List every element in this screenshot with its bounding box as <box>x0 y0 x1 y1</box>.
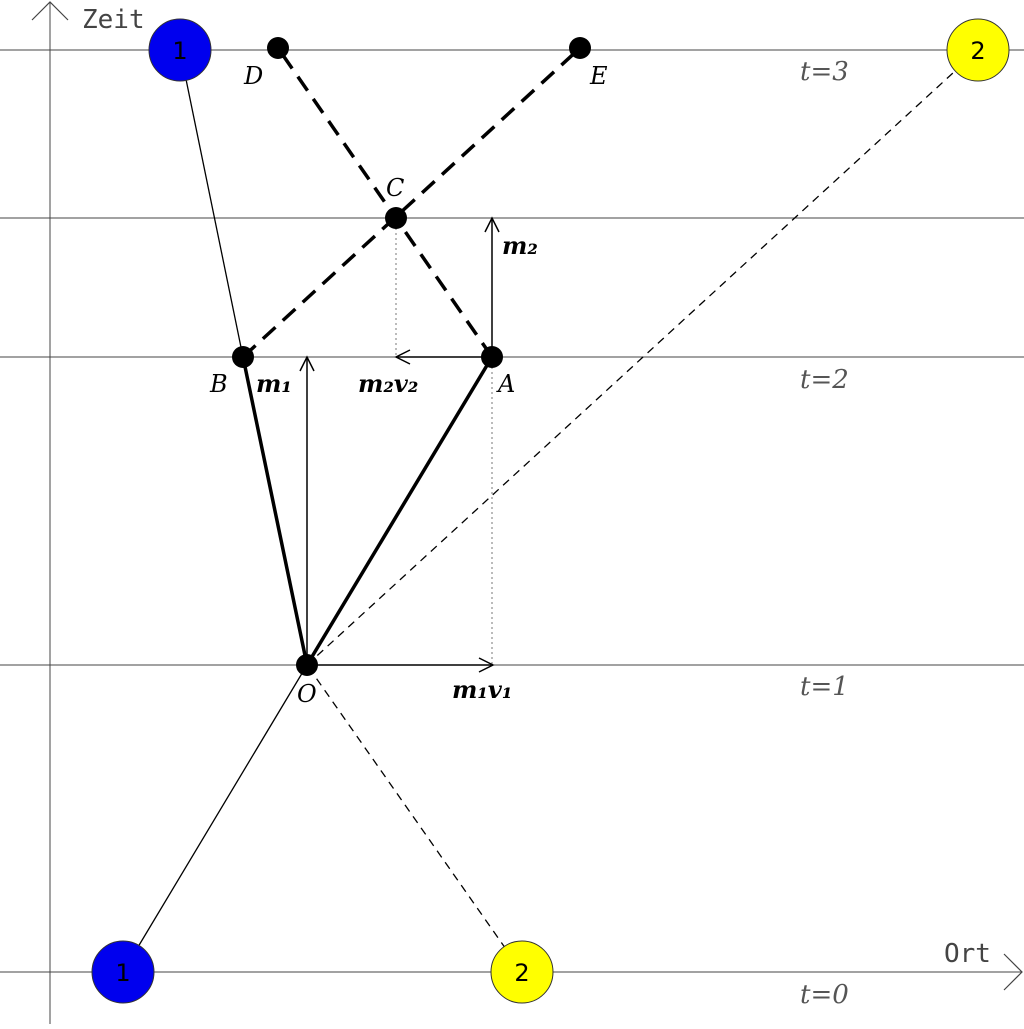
label-O: O <box>297 680 317 708</box>
ball-2-end-circle <box>946 18 1010 82</box>
point-B <box>232 346 254 368</box>
worldline-ball1-after <box>179 49 244 358</box>
place-axis-arrow-icon <box>1003 953 1023 991</box>
ball-1-end: 1 <box>148 18 212 82</box>
label-m2: m₂ <box>502 231 538 260</box>
place-axis-label: Ort <box>944 939 991 969</box>
ball-1-start-label: 1 <box>115 959 130 987</box>
label-m1v1: m₁v₁ <box>452 675 512 704</box>
label-C: C <box>386 174 404 202</box>
label-D: D <box>243 62 263 90</box>
segment-BE <box>241 46 582 359</box>
ball-2-start: 2 <box>490 940 554 1004</box>
ball-1-end-label: 1 <box>172 37 187 65</box>
label-E: E <box>589 62 608 90</box>
segment-OB <box>241 356 309 666</box>
ball-2-start-label: 2 <box>514 959 529 987</box>
point-D <box>267 37 289 59</box>
label-m1: m₁ <box>256 369 292 398</box>
time-label-t1: t=1 <box>800 672 849 702</box>
time-axis-label: Zeit <box>82 5 145 35</box>
ball-2-start-circle <box>490 940 554 1004</box>
ball-2-end-label: 2 <box>970 37 985 65</box>
point-C <box>385 207 407 229</box>
segment-OA <box>305 356 494 666</box>
time-label-t0: t=0 <box>800 980 849 1010</box>
label-A: A <box>496 370 515 398</box>
ball-2-end: 2 <box>946 18 1010 82</box>
worldline-ball2-after <box>306 49 979 666</box>
label-m2v2: m₂v₂ <box>358 369 418 398</box>
worldline-ball2-before <box>306 664 523 973</box>
ball-1-start: 1 <box>91 940 155 1004</box>
segment-AD <box>276 47 494 358</box>
point-O <box>296 654 318 676</box>
time-label-t2: t=2 <box>800 365 849 395</box>
ball-1-start-circle <box>91 940 155 1004</box>
ball-1-end-circle <box>148 18 212 82</box>
time-axis-arrow-icon <box>31 1 69 21</box>
point-A <box>481 346 503 368</box>
worldline-ball1-before <box>122 664 308 973</box>
time-label-t3: t=3 <box>800 57 849 87</box>
point-E <box>569 37 591 59</box>
label-B: B <box>209 370 228 398</box>
